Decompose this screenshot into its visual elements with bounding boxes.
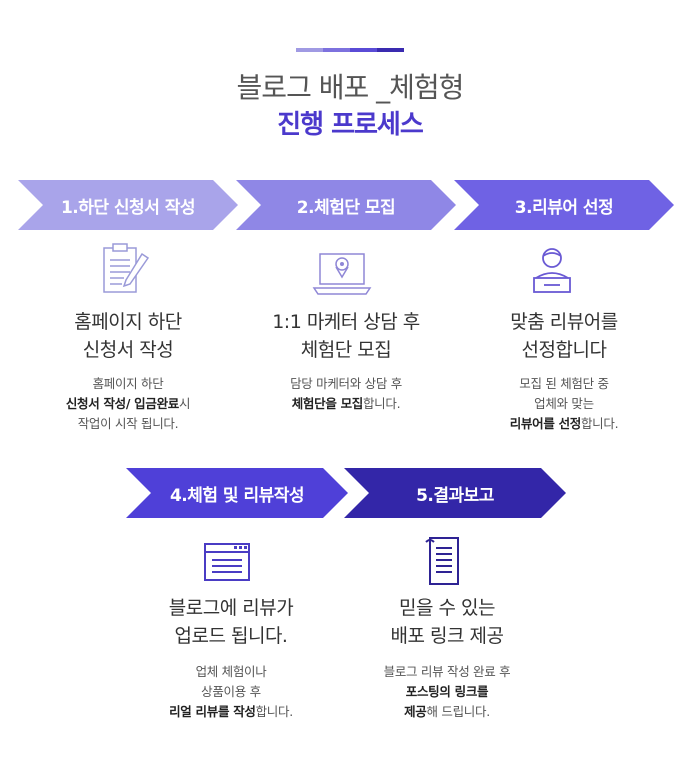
step-heading-1: 홈페이지 하단 신청서 작성 (18, 308, 238, 364)
heading-line: 1:1 마케터 상담 후 (272, 311, 420, 333)
step-heading-4: 블로그에 리뷰가 업로드 됩니다. (126, 594, 336, 650)
accent-segment (377, 48, 404, 52)
arrow-shape (454, 180, 674, 230)
heading-line: 업로드 됩니다. (174, 625, 288, 647)
step-desc-5: 블로그 리뷰 작성 완료 후 포스팅의 링크를 제공해 드립니다. (342, 662, 552, 722)
step-label: 2.체험단 모집 (296, 197, 396, 218)
desc-text: 해 드립니다. (426, 704, 491, 719)
laptop-user-icon (312, 253, 372, 295)
step-desc-2: 담당 마케터와 상담 후 체험단을 모집합니다. (236, 374, 456, 414)
page-subtitle: 진행 프로세스 (277, 110, 424, 140)
desc-line: 신청서 작성/ 입금완료시 (18, 394, 238, 414)
step-arrow-5: 5.결과보고 (344, 468, 566, 518)
arrow-shape (126, 468, 348, 518)
desc-bold: 리얼 리뷰를 작성 (169, 704, 256, 719)
desc-line: 리얼 리뷰를 작성합니다. (126, 702, 336, 722)
clipboard-pen-icon (103, 243, 150, 293)
heading-line: 선정합니다 (521, 339, 607, 361)
step-desc-1: 홈페이지 하단 신청서 작성/ 입금완료시 작업이 시작 됩니다. (18, 374, 238, 434)
heading-line: 맞춤 리뷰어를 (510, 311, 618, 333)
step-desc-3: 모집 된 체험단 중 업체와 맞는 리뷰어를 선정합니다. (454, 374, 674, 434)
desc-line: 제공해 드립니다. (342, 702, 552, 722)
desc-bold: 신청서 작성/ 입금완료 (65, 396, 179, 411)
browser-window-icon (204, 543, 250, 581)
step-label: 5.결과보고 (416, 485, 494, 506)
heading-line: 블로그에 리뷰가 (168, 597, 294, 619)
step-heading-2: 1:1 마케터 상담 후 체험단 모집 (236, 308, 456, 364)
step-arrow-1: 1.하단 신청서 작성 (18, 180, 238, 230)
accent-segment (350, 48, 377, 52)
desc-line: 상품이용 후 (201, 684, 261, 699)
arrow-shape (344, 468, 566, 518)
step-arrow-4: 4.체험 및 리뷰작성 (126, 468, 348, 518)
desc-line: 홈페이지 하단 (92, 376, 164, 391)
arrow-shape (236, 180, 456, 230)
accent-segment (296, 48, 323, 52)
step-arrow-3: 3.리뷰어 선정 (454, 180, 674, 230)
desc-line: 포스팅의 링크를 (342, 682, 552, 702)
desc-bold: 제공 (404, 704, 427, 719)
desc-line: 업체와 맞는 (534, 396, 594, 411)
desc-line: 업체 체험이나 (195, 664, 267, 679)
desc-text: 합니다. (255, 704, 294, 719)
step-label: 4.체험 및 리뷰작성 (169, 485, 305, 506)
presenter-icon (533, 248, 571, 293)
heading-line: 배포 링크 제공 (390, 625, 504, 647)
desc-bold: 리뷰어를 선정 (509, 416, 582, 431)
step-label: 1.하단 신청서 작성 (60, 197, 196, 218)
desc-line: 리뷰어를 선정합니다. (454, 414, 674, 434)
desc-line: 담당 마케터와 상담 후 (290, 376, 402, 391)
desc-line: 블로그 리뷰 작성 완료 후 (342, 662, 552, 682)
heading-line: 체험단 모집 (300, 339, 392, 361)
page-title: 블로그 배포 _체험형 (236, 71, 465, 104)
desc-line: 체험단을 모집합니다. (236, 394, 456, 414)
step-heading-3: 맞춤 리뷰어를 선정합니다 (454, 308, 674, 364)
desc-line: 작업이 시작 됩니다. (77, 416, 179, 431)
header-accent-bar (296, 48, 404, 52)
desc-text: 합니다. (580, 416, 619, 431)
step-arrow-2: 2.체험단 모집 (236, 180, 456, 230)
desc-text: 합니다. (362, 396, 401, 411)
arrow-shape (18, 180, 238, 230)
step-heading-5: 믿을 수 있는 배포 링크 제공 (342, 594, 552, 650)
desc-bold: 포스팅의 링크를 (405, 684, 489, 699)
desc-bold: 체험단을 모집 (291, 396, 364, 411)
desc-text: 시 (178, 396, 191, 411)
document-report-icon (425, 537, 459, 585)
heading-line: 홈페이지 하단 (74, 311, 182, 333)
step-desc-4: 업체 체험이나 상품이용 후 리얼 리뷰를 작성합니다. (126, 662, 336, 722)
desc-line: 모집 된 체험단 중 (519, 376, 609, 391)
step-label: 3.리뷰어 선정 (514, 197, 614, 218)
desc-text: 블로그 리뷰 작성 완료 후 (383, 664, 511, 679)
heading-line: 신청서 작성 (82, 339, 174, 361)
accent-segment (323, 48, 350, 52)
heading-line: 믿을 수 있는 (399, 597, 495, 619)
